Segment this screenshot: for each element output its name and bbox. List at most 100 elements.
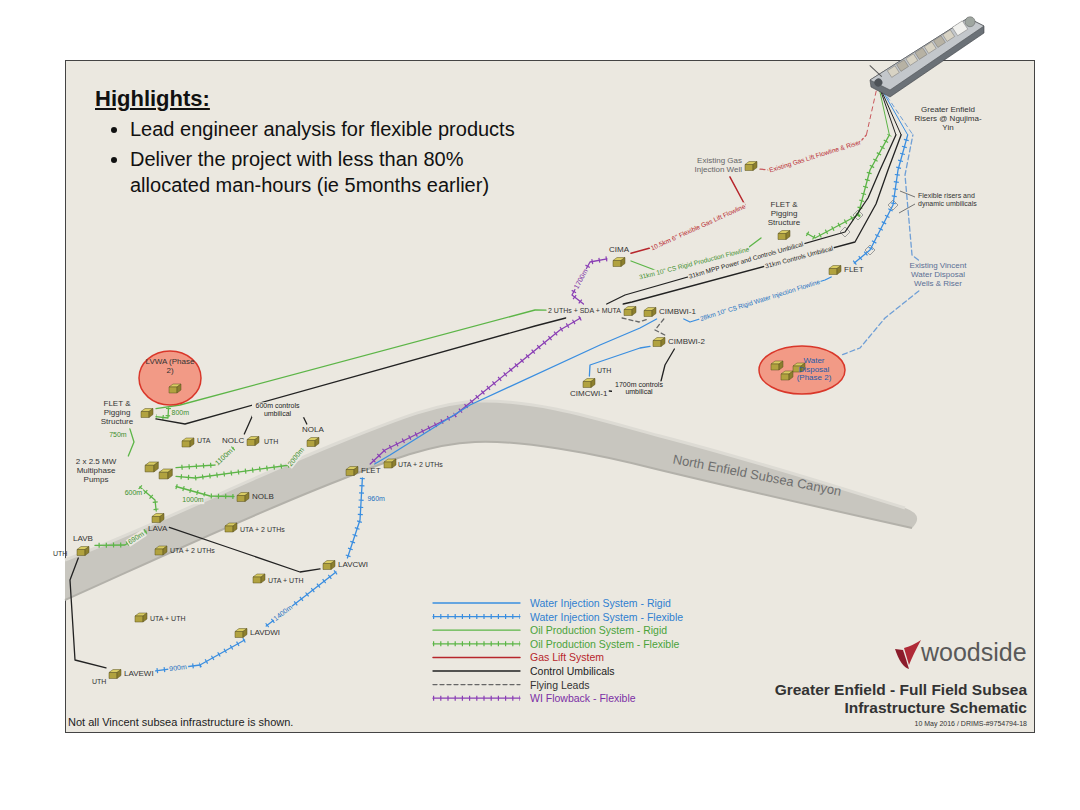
structure-label: Water Disposal (Phase 2) (791, 357, 837, 384)
annotation-label: UTH (53, 550, 67, 558)
structure-icon (247, 437, 259, 446)
subsea-structure: FLET (345, 466, 381, 476)
line-path (433, 643, 520, 644)
structure-icon (778, 230, 790, 239)
flowline (128, 429, 134, 456)
hull (870, 18, 984, 97)
flowline (156, 310, 546, 409)
structure-front (323, 564, 331, 570)
line-path (433, 657, 520, 659)
leader-line (899, 204, 915, 213)
legend-text: Gas Lift System (530, 650, 604, 664)
line-path (589, 346, 650, 376)
fpso-node: Greater Enfield Risers @ Ngujima-Yin (866, 4, 986, 133)
flowline (176, 449, 303, 478)
annotation-label: UTA + UTH (268, 577, 303, 585)
legend-text: Water Injection System - Flexible (530, 610, 683, 624)
structure-side (591, 379, 595, 388)
flowline (622, 318, 648, 322)
flowline (266, 572, 336, 626)
structure-front (307, 440, 315, 446)
structure-side (621, 257, 625, 266)
subsea-canyon (65, 401, 917, 600)
subsea-structure: CIMCWI-1 (570, 378, 607, 399)
structure-front (145, 466, 154, 473)
subsea-structure: LAVB (73, 535, 93, 556)
line-path (655, 319, 665, 335)
structure-icon (829, 266, 841, 275)
structure-side (354, 467, 358, 476)
flexible-ticks (572, 259, 607, 304)
structure-side (837, 266, 841, 275)
bullet-list: Lead engineer analysis for flexible prod… (98, 116, 545, 198)
process-module (906, 54, 918, 66)
line-path (623, 135, 901, 304)
line-path (156, 310, 546, 409)
slide-heading: Highlights: (95, 86, 210, 112)
subsea-structure: LAVA (148, 513, 167, 534)
annotation-label: Not all Vincent subsea infrastructure is… (68, 716, 293, 729)
flowline (156, 408, 169, 418)
subsea-structure: 2 x 2.5 MW Multiphase Pumps (70, 458, 174, 485)
structure-icon (643, 307, 657, 317)
structure-icon (108, 669, 122, 679)
logo-mark (904, 640, 921, 665)
legend-sample (433, 603, 520, 604)
structure-label: CIMA (609, 246, 629, 255)
legend-text: Oil Production System - Flexible (530, 637, 679, 651)
annotation-label: UTA + 2 UTHs (170, 547, 215, 555)
structure-side (245, 493, 249, 502)
structure-front (235, 632, 243, 638)
line-path (622, 318, 648, 322)
flowline (572, 259, 607, 304)
annotation-label: UTH (597, 367, 611, 375)
subsea-structure: LAVCWI (322, 560, 368, 570)
subsea-structure: NOLA (302, 426, 324, 447)
line-path (433, 616, 520, 617)
structure-side (163, 546, 167, 555)
line-label: 750m (108, 432, 128, 440)
legend-text: Flying Leads (530, 678, 590, 692)
topsides (865, 4, 977, 88)
structure-side (753, 161, 757, 170)
phase-2-ellipse (759, 346, 845, 394)
line-label: 600m (124, 490, 144, 498)
structure-icon (583, 379, 595, 388)
structure-side (190, 438, 194, 447)
annotation-label: woodside (921, 638, 1027, 667)
structure-icon (169, 384, 181, 393)
structure-label: NOLB (252, 493, 274, 502)
flowline (370, 318, 580, 464)
flowline (347, 478, 362, 558)
process-module (887, 66, 899, 78)
structure-side (255, 437, 259, 446)
structure-icon (612, 257, 626, 267)
legend-sample (433, 630, 520, 631)
flowline (623, 135, 901, 304)
structure-front (778, 233, 786, 239)
structure-icon (145, 462, 158, 472)
structure-front (583, 382, 591, 388)
structure-icon (653, 338, 665, 347)
structure-icon (76, 546, 90, 556)
subsea-structure: FLET & Pigging Structure (96, 400, 154, 427)
structure-icon (346, 467, 358, 476)
structure-front (644, 311, 652, 317)
subsea-structure: LAVDWI (234, 628, 280, 638)
legend-sample (433, 698, 520, 699)
process-module (943, 30, 955, 42)
structure-icon (307, 437, 319, 446)
structure-front (141, 412, 149, 418)
bullet-point: Lead engineer analysis for flexible prod… (130, 116, 545, 142)
subsea-structure: FLET (828, 265, 864, 275)
structure-label: CIMBWI-1 (659, 308, 696, 317)
structure-side (779, 361, 783, 370)
structure-front (346, 470, 354, 476)
deck (870, 18, 984, 90)
flexible-ticks (433, 696, 520, 701)
annotation-label: UTH (92, 678, 106, 686)
annotation-label: UTA + 2 UTHs (240, 526, 285, 534)
flowline (655, 319, 665, 335)
line-path (347, 478, 362, 558)
